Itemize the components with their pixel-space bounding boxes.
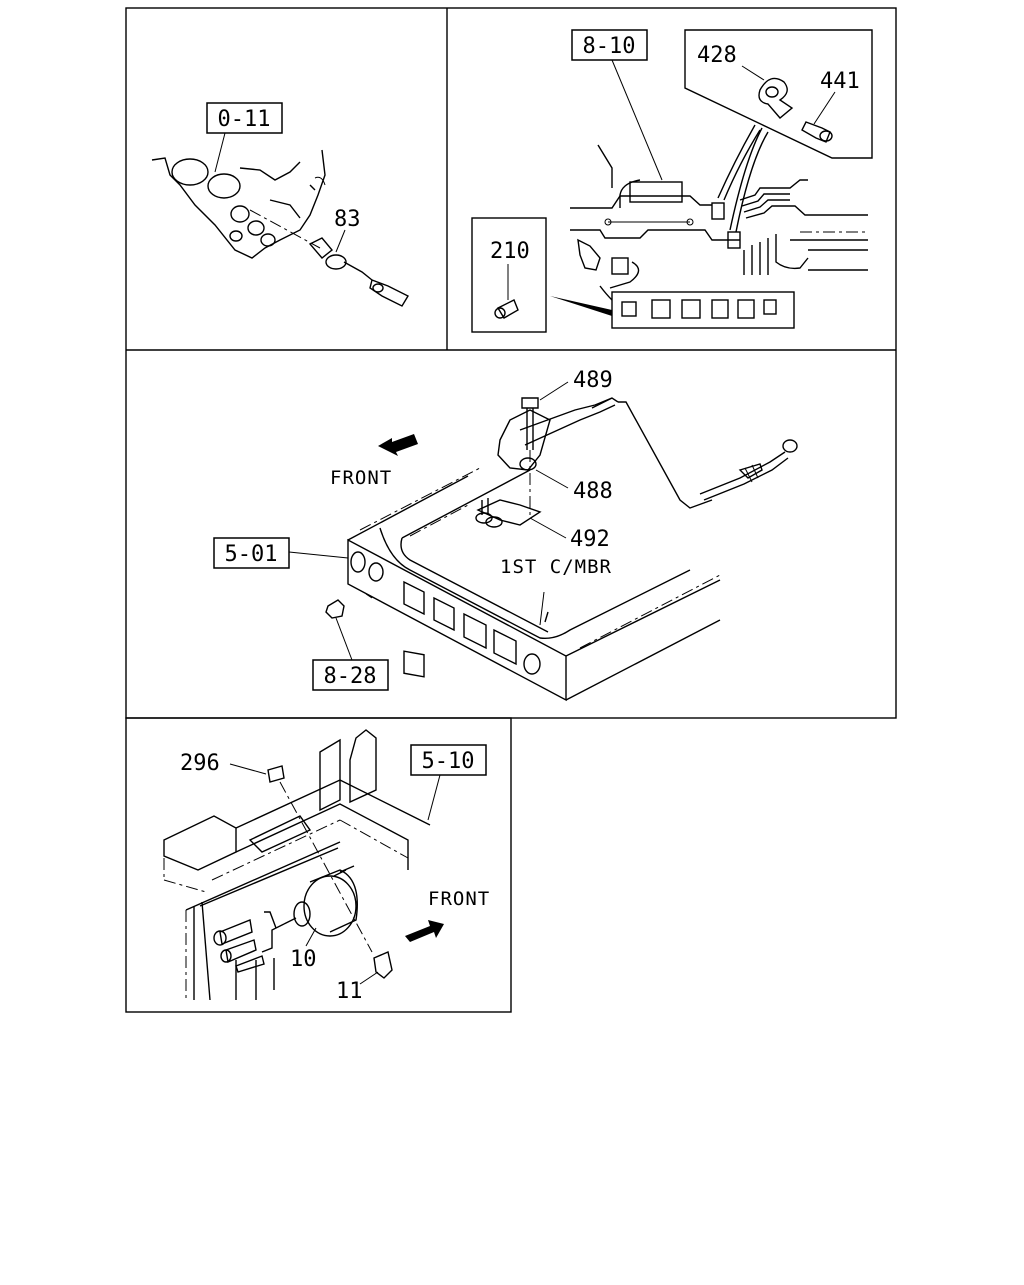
bolt-11-drawing	[373, 951, 393, 979]
ref-label-5-10: 5-10	[422, 749, 475, 774]
inset-clip-box	[684, 29, 873, 159]
panel-frames	[125, 7, 897, 1013]
front-arrow-icon	[378, 434, 418, 456]
ref-label-0-11: 0-11	[218, 107, 271, 132]
part-label-11[interactable]: 11	[336, 979, 363, 1004]
ref-label-5-01: 5-01	[225, 542, 278, 567]
front-label-middle: FRONT	[330, 467, 392, 489]
part-label-492[interactable]: 492	[570, 527, 610, 552]
ref-label-8-28: 8-28	[324, 664, 377, 689]
ref-box-5-01[interactable]: 5-01	[213, 537, 290, 569]
ref-box-5-10[interactable]: 5-10	[410, 744, 487, 776]
part-label-210[interactable]: 210	[490, 239, 530, 264]
motor-frame-drawing	[163, 729, 431, 1001]
panel-engine-sensor: 0-11 83	[151, 102, 409, 307]
motor-part-10-drawing	[213, 865, 358, 973]
bracket-cable-drawing	[475, 397, 798, 528]
panel-motor: FRONT 5-10 296 10 11	[163, 729, 490, 1004]
sensor-part-83-drawing	[308, 237, 409, 307]
part-label-10[interactable]: 10	[290, 947, 317, 972]
ref-box-8-28[interactable]: 8-28	[312, 659, 389, 691]
cross-member-drawing	[347, 467, 721, 702]
nut-drawing	[325, 599, 345, 619]
bolt-296-drawing	[267, 765, 285, 783]
ref-label-8-10: 8-10	[583, 34, 636, 59]
inset-bolt-box	[471, 217, 547, 333]
panel-cross-member: FRONT	[213, 368, 798, 702]
engine-block-drawing	[151, 149, 326, 259]
member-label: 1ST C/MBR	[500, 556, 612, 578]
part-label-83[interactable]: 83	[334, 207, 361, 232]
panel-harness-clip: 428 441 8-10	[471, 29, 873, 333]
part-label-489[interactable]: 489	[573, 368, 613, 393]
ref-box-8-10[interactable]: 8-10	[571, 29, 648, 61]
ref-box-0-11[interactable]: 0-11	[206, 102, 283, 134]
harness-frame-drawing	[550, 124, 868, 329]
part-label-488[interactable]: 488	[573, 479, 613, 504]
front-arrow-icon-bottom	[405, 920, 444, 942]
front-label-bottom: FRONT	[428, 888, 490, 910]
part-label-296[interactable]: 296	[180, 751, 220, 776]
part-label-441[interactable]: 441	[820, 69, 860, 94]
part-label-428[interactable]: 428	[697, 43, 737, 68]
